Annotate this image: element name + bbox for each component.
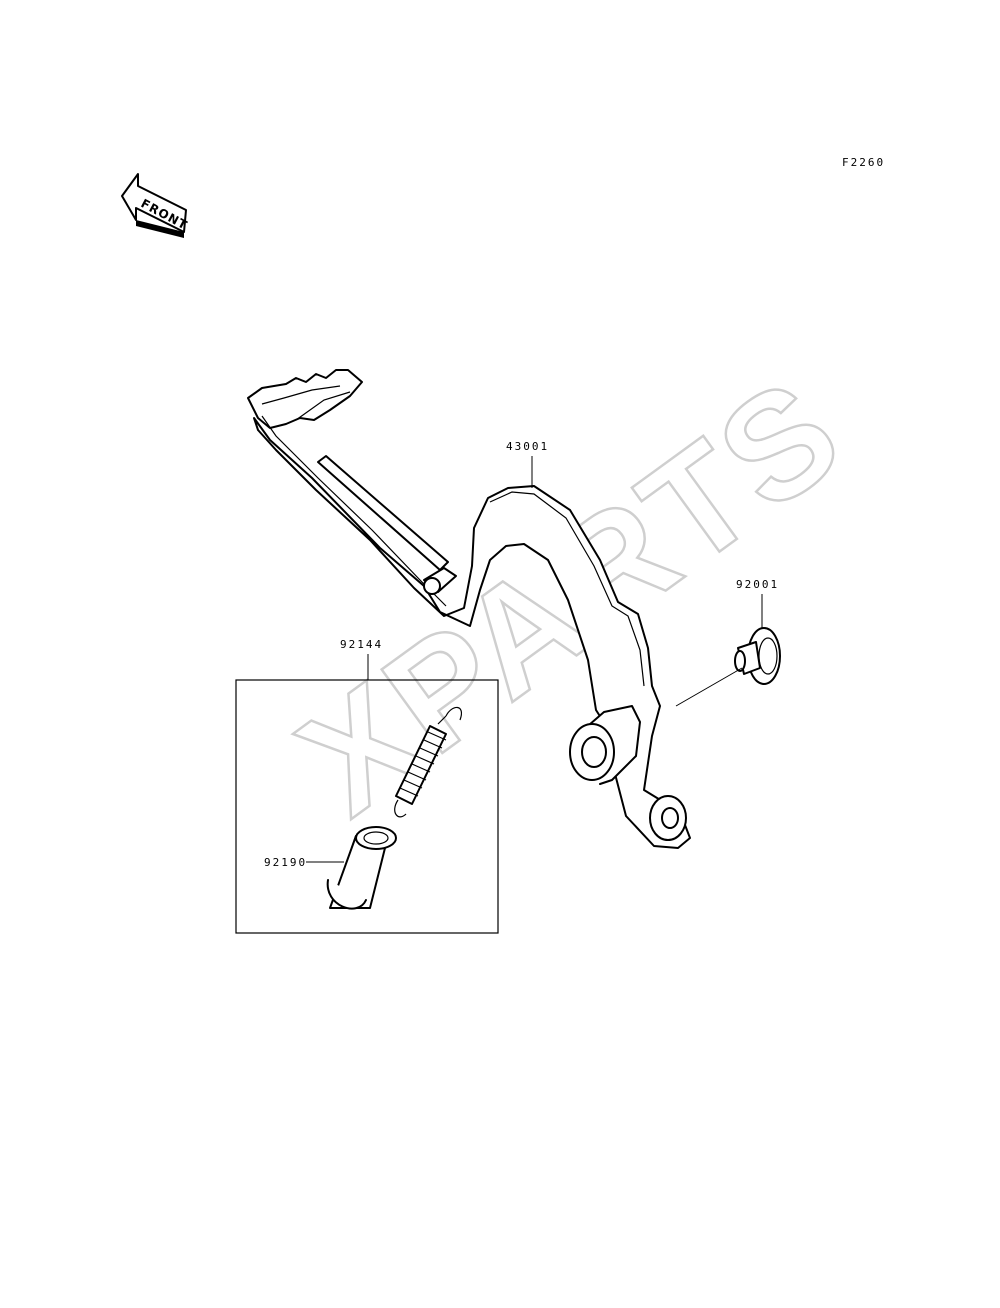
front-arrow-icon: FRONT	[121, 173, 190, 238]
return-spring	[394, 706, 462, 818]
spring-kit-box	[235, 679, 499, 934]
part-number-92190: 92190	[264, 856, 307, 869]
part-number-92144: 92144	[340, 638, 383, 651]
brake-pedal	[247, 369, 691, 849]
part-number-92001: 92001	[736, 578, 779, 591]
bolt	[734, 627, 781, 685]
part-number-43001: 43001	[506, 440, 549, 453]
figure-code: F2260	[842, 156, 885, 169]
collar	[326, 826, 397, 910]
